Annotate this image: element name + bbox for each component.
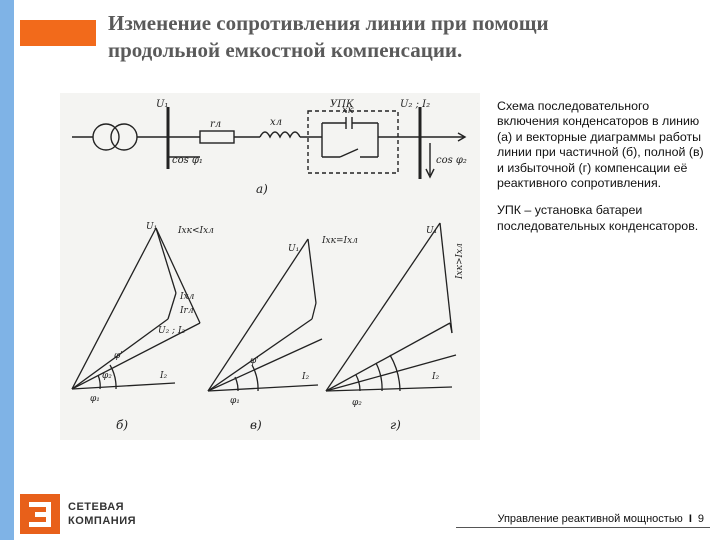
slide-title: Изменение сопротивления линии при помощи… bbox=[108, 10, 708, 64]
title-line-2: продольной емкостной компенсации. bbox=[108, 38, 463, 62]
label-u2-i2: U₂ ; I₂ bbox=[400, 99, 430, 110]
label-cos2: cos φ₂ bbox=[436, 155, 467, 166]
label-b-annotation: Ixк<Ixл bbox=[177, 226, 214, 236]
resistor-rl bbox=[199, 130, 235, 144]
label-g-phi2: φ₂ bbox=[352, 398, 362, 408]
title-accent-block bbox=[20, 20, 96, 46]
vector-diagram-g bbox=[325, 222, 457, 392]
footer-separator: I bbox=[688, 513, 692, 525]
description-paragraph-2: УПК – установка батареи последовательных… bbox=[497, 203, 699, 233]
page-number: 9 bbox=[697, 513, 704, 525]
vector-diagram-v bbox=[207, 238, 323, 392]
label-v-annotation: Ixк=Ixл bbox=[321, 236, 358, 246]
logo-line-2: КОМПАНИЯ bbox=[68, 515, 137, 527]
label-xl: xл bbox=[270, 117, 282, 128]
label-v-i2: I₂ bbox=[301, 372, 310, 382]
label-g: г) bbox=[390, 418, 401, 432]
label-b-phiprime: φ' bbox=[114, 351, 123, 361]
left-accent-bar bbox=[0, 0, 14, 540]
label-b-i2: I₂ bbox=[159, 371, 168, 381]
bypass-switch bbox=[339, 148, 359, 158]
logo-mark-icon bbox=[20, 494, 60, 534]
label-rl: rл bbox=[210, 119, 221, 130]
circuit-and-vector-diagrams: U₁ U₂ ; I₂ УПК rл xл xк cos φ₁ cos φ₂ а)… bbox=[71, 99, 467, 432]
label-g-annotation: Ixк>Ixл bbox=[455, 243, 465, 280]
label-b-phi1: φ₁ bbox=[90, 394, 100, 404]
label-v: в) bbox=[250, 418, 262, 432]
label-b-ixl: Ixл bbox=[179, 292, 195, 302]
logo-line-1: СЕТЕВАЯ bbox=[68, 501, 125, 513]
label-a: а) bbox=[256, 182, 268, 196]
footer-title: Управление реактивной мощностью bbox=[497, 513, 683, 525]
transformer-coil-2 bbox=[110, 123, 138, 151]
footer-rule bbox=[456, 527, 710, 528]
label-v-phiprime: φ' bbox=[250, 356, 259, 366]
label-v-u1: U₁ bbox=[288, 244, 299, 254]
label-b-u1: U₁ bbox=[146, 222, 157, 232]
diagram-figure: U₁ U₂ ; I₂ УПК rл xл xк cos φ₁ cos φ₂ а)… bbox=[60, 93, 480, 440]
title-line-1: Изменение сопротивления линии при помощи bbox=[108, 11, 549, 35]
label-u1: U₁ bbox=[156, 99, 168, 110]
inductor-xl bbox=[259, 131, 301, 139]
label-g-i2: I₂ bbox=[431, 372, 440, 382]
slide-description: Схема последовательного включения конден… bbox=[497, 99, 707, 246]
label-upk: УПК bbox=[330, 99, 354, 110]
label-v-phi1: φ₁ bbox=[230, 396, 240, 406]
label-b-irl: Irл bbox=[179, 306, 194, 316]
label-b-phi2: φ₂ bbox=[102, 371, 112, 381]
label-xk: xк bbox=[342, 105, 354, 116]
label-b: б) bbox=[116, 418, 128, 432]
upk-box bbox=[307, 110, 399, 174]
description-paragraph-1: Схема последовательного включения конден… bbox=[497, 99, 704, 191]
label-cos1: cos φ₁ bbox=[172, 155, 203, 166]
label-b-u2: U₂ ; I₂ bbox=[158, 326, 186, 336]
company-logo: СЕТЕВАЯ КОМПАНИЯ bbox=[20, 494, 200, 536]
circuit-schematic bbox=[72, 107, 467, 179]
vector-diagram-b bbox=[71, 227, 201, 390]
label-g-u1: U₁ bbox=[426, 226, 437, 236]
logo-text: СЕТЕВАЯ КОМПАНИЯ bbox=[68, 500, 136, 528]
